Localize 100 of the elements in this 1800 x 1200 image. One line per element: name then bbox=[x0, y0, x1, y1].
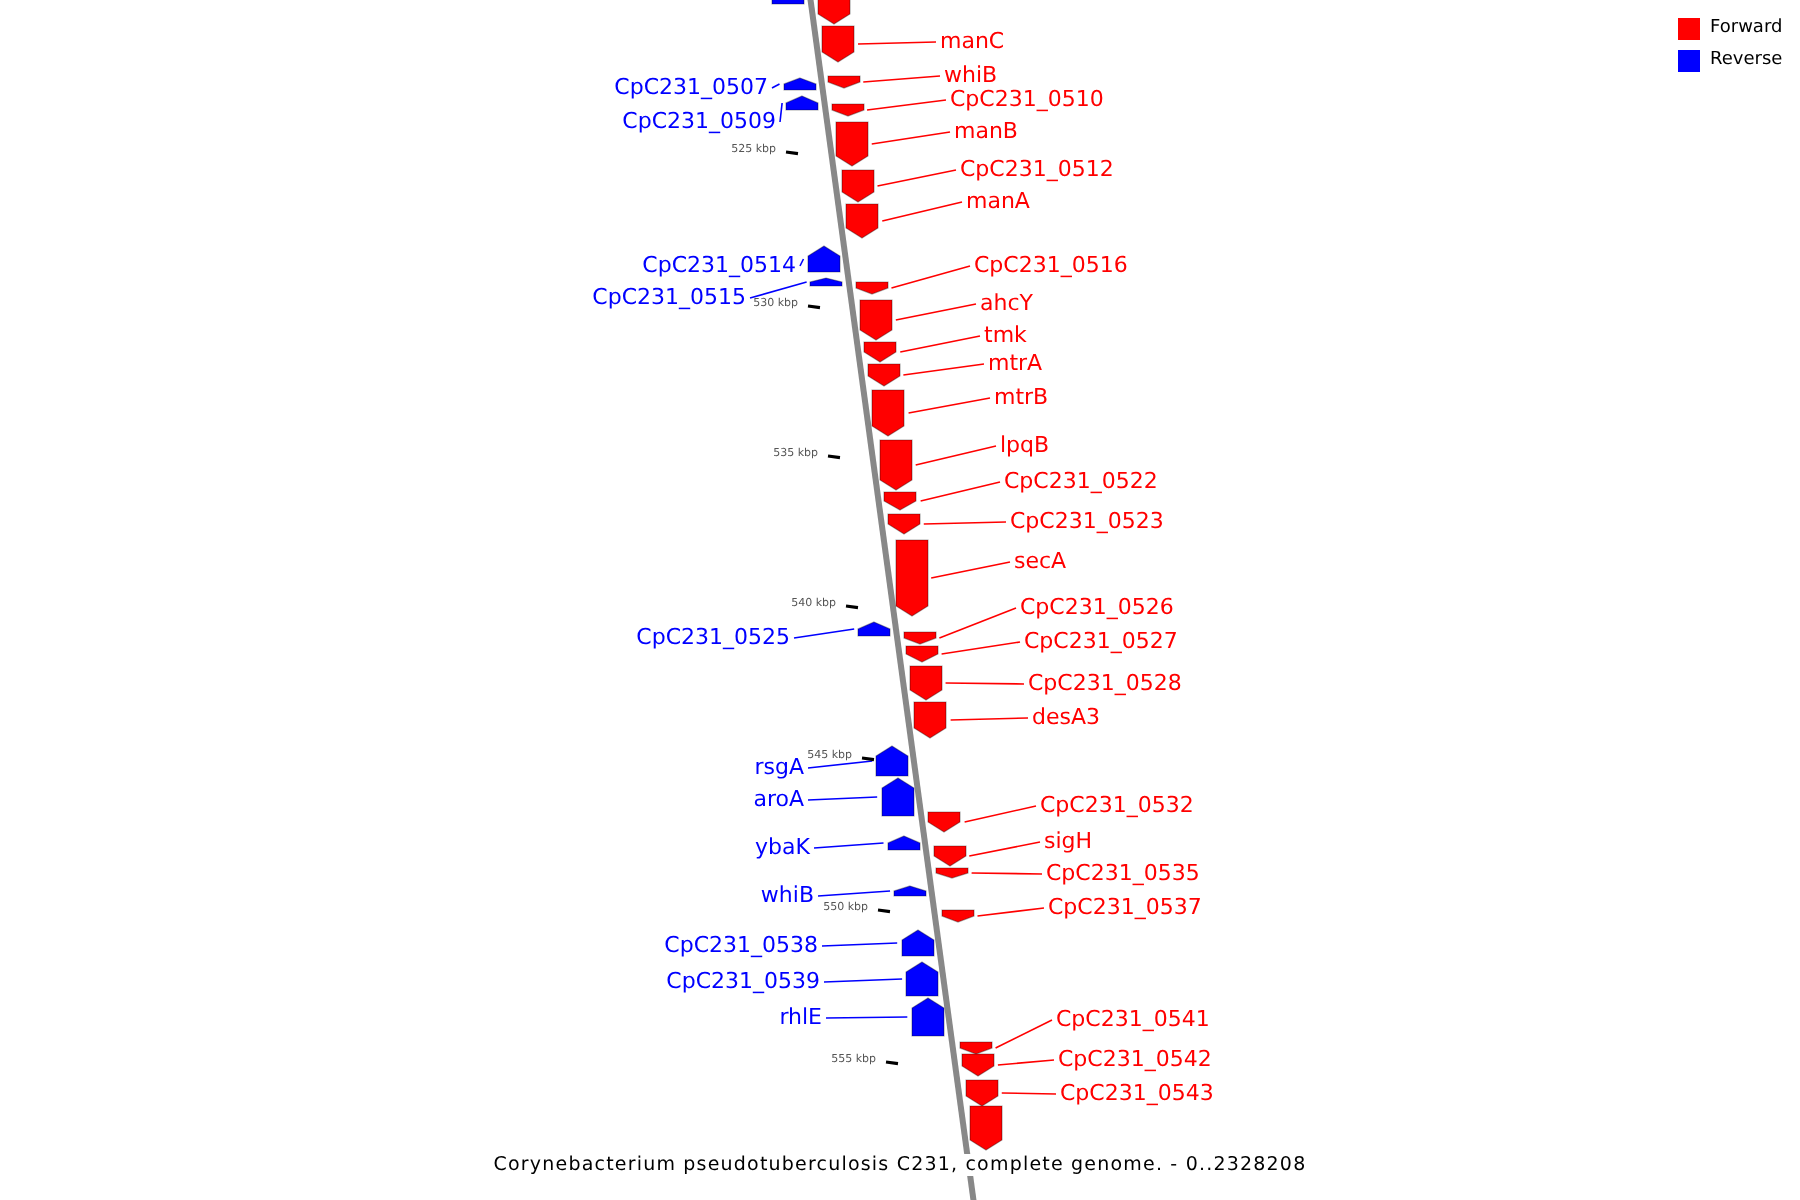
leader-line bbox=[823, 978, 903, 983]
leader-line bbox=[825, 1016, 909, 1019]
gene-block bbox=[941, 910, 974, 922]
leader-line bbox=[919, 481, 1001, 502]
gene-block bbox=[846, 204, 879, 238]
gene-block bbox=[894, 886, 927, 896]
gene-block bbox=[872, 390, 905, 436]
leader-line bbox=[876, 169, 957, 187]
gene-label: CpC231_0516 bbox=[974, 252, 1128, 280]
leader-line bbox=[1000, 1092, 1057, 1095]
leader-line bbox=[862, 75, 941, 83]
leader-line bbox=[963, 805, 1037, 823]
gene-label: CpC231_0537 bbox=[1048, 894, 1202, 922]
gene-block bbox=[961, 1054, 994, 1076]
gene-block bbox=[887, 514, 920, 534]
gene-block bbox=[831, 104, 864, 116]
leader-line bbox=[821, 942, 898, 947]
legend-label: Forward bbox=[1710, 18, 1783, 40]
gene-block bbox=[855, 282, 888, 294]
leader-line bbox=[968, 841, 1041, 857]
leader-line bbox=[940, 641, 1021, 655]
leader-line bbox=[944, 682, 1025, 685]
gene-block bbox=[906, 962, 939, 996]
gene-label: lpqB bbox=[1000, 432, 1050, 460]
gene-label: desA3 bbox=[1032, 704, 1101, 732]
leader-line bbox=[881, 201, 963, 222]
gene-label: CpC231_0532 bbox=[1040, 792, 1194, 820]
gene-label: CpC231_0525 bbox=[636, 624, 790, 652]
leader-line bbox=[890, 265, 971, 289]
gene-label: tmk bbox=[984, 322, 1027, 350]
gene-label: CpC231_0509 bbox=[622, 108, 776, 136]
leader-line bbox=[807, 796, 878, 801]
leader-line bbox=[930, 561, 1011, 579]
gene-label: CpC231_0514 bbox=[642, 252, 796, 280]
gene-block bbox=[911, 998, 944, 1036]
leader-line bbox=[870, 131, 951, 145]
leader-line bbox=[779, 102, 783, 123]
gene-block bbox=[965, 1080, 998, 1106]
gene-label: secA bbox=[1014, 548, 1067, 576]
leader-line bbox=[907, 397, 991, 414]
leader-line bbox=[793, 628, 855, 639]
leader-line bbox=[857, 41, 937, 45]
gene-block bbox=[822, 26, 854, 62]
gene-block bbox=[858, 622, 891, 636]
gene-block bbox=[876, 746, 909, 776]
leader-line bbox=[949, 717, 1029, 721]
gene-label: CpC231_0512 bbox=[960, 156, 1114, 184]
leader-line bbox=[813, 842, 885, 849]
leader-line bbox=[771, 83, 781, 89]
gene-label: CpC231_0543 bbox=[1060, 1080, 1214, 1108]
leader-line bbox=[938, 607, 1017, 639]
gene-label: CpC231_0541 bbox=[1056, 1006, 1210, 1034]
gene-label: ybaK bbox=[755, 834, 810, 862]
gene-block bbox=[841, 170, 874, 202]
gene-label: aroA bbox=[753, 786, 804, 814]
leader-line bbox=[799, 258, 805, 267]
leader-line bbox=[895, 303, 977, 321]
gene-block bbox=[786, 96, 819, 110]
leader-line bbox=[970, 872, 1043, 875]
gene-label: CpC231_0538 bbox=[664, 932, 818, 960]
gene-label: mtrB bbox=[994, 384, 1049, 412]
gene-block bbox=[859, 300, 892, 340]
gene-block bbox=[807, 246, 840, 272]
leader-line bbox=[807, 760, 874, 769]
gene-label: CpC231_0535 bbox=[1046, 860, 1200, 888]
gene-label: rhlE bbox=[779, 1004, 822, 1032]
gene-block bbox=[909, 666, 942, 700]
gene-label: CpC231_0528 bbox=[1028, 670, 1182, 698]
leader-line bbox=[994, 1019, 1053, 1049]
gene-block bbox=[881, 778, 914, 816]
gene-label: CpC231_0510 bbox=[950, 86, 1104, 114]
gene-label: mtrA bbox=[988, 350, 1043, 378]
gene-block bbox=[835, 122, 868, 166]
leader-line bbox=[749, 281, 808, 299]
gene-label: ahcY bbox=[980, 290, 1033, 318]
caption: Corynebacterium pseudotuberculosis C231, complete genome. - 0..2328208 bbox=[493, 1154, 1307, 1176]
gene-label: rsgA bbox=[754, 754, 804, 782]
leader-line bbox=[817, 890, 891, 897]
leader-line bbox=[997, 1059, 1055, 1066]
gene-label: manB bbox=[954, 118, 1018, 146]
gene-label: CpC231_0539 bbox=[666, 968, 820, 996]
gene-block bbox=[901, 930, 934, 956]
leader-line bbox=[923, 521, 1007, 525]
gene-label: CpC231_0523 bbox=[1010, 508, 1164, 536]
leader-line bbox=[914, 445, 997, 466]
gene-block bbox=[970, 1106, 1003, 1150]
gene-block bbox=[810, 278, 843, 286]
gene-label: CpC231_0515 bbox=[592, 284, 746, 312]
gene-label: CpC231_0522 bbox=[1004, 468, 1158, 496]
gene-block bbox=[887, 836, 920, 850]
gene-label: whiB bbox=[760, 882, 814, 910]
gene-block bbox=[933, 846, 966, 866]
gene-block bbox=[783, 78, 816, 90]
gene-label: whiB bbox=[944, 62, 998, 90]
leader-line bbox=[866, 99, 947, 111]
gene-label: CpC231_0526 bbox=[1020, 594, 1174, 622]
gene-label: CpC231_0542 bbox=[1058, 1046, 1212, 1074]
gene-block bbox=[895, 540, 928, 616]
gene-block bbox=[903, 632, 936, 644]
gene-block bbox=[827, 76, 860, 88]
